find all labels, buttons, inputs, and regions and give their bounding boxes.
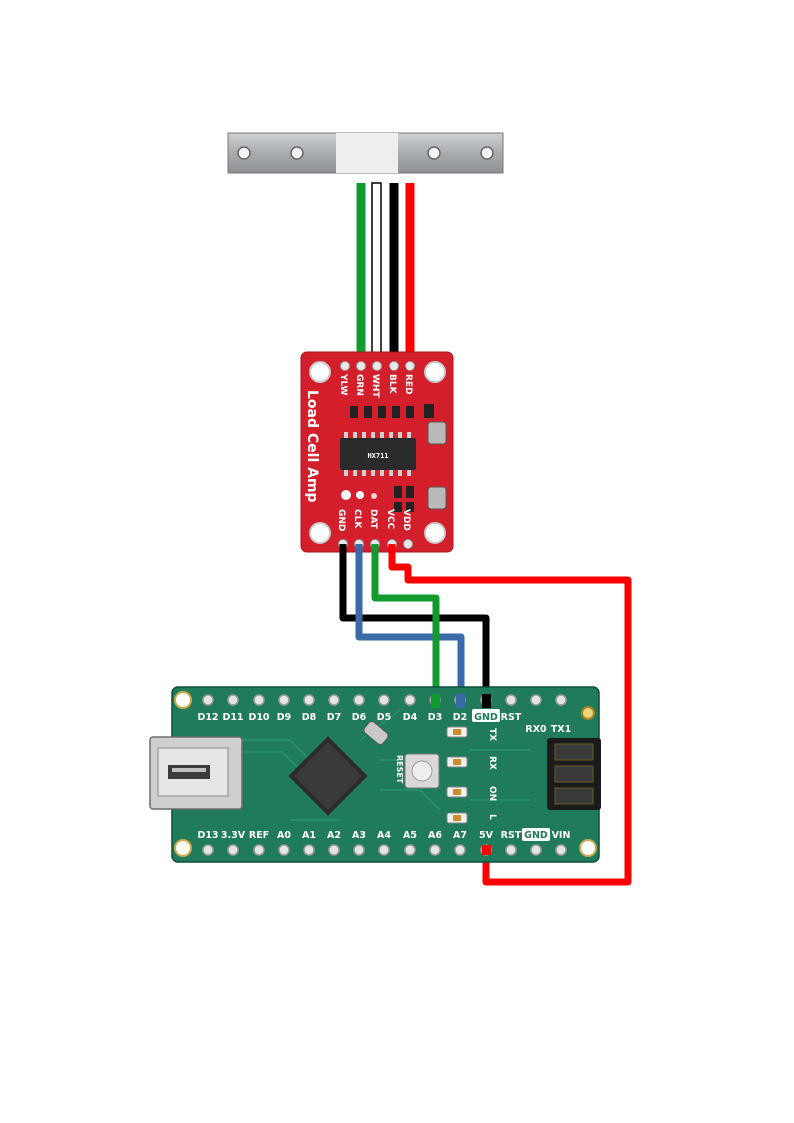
nano-pin-tx1: TX1 <box>551 724 571 735</box>
bottom-header-pads <box>202 844 567 856</box>
nano-pin-d9: D9 <box>277 712 292 723</box>
icsp-header <box>547 738 601 810</box>
hx711-chip-label: HX711 <box>367 452 388 460</box>
hx711-pin-wht: WHT <box>370 374 380 398</box>
wire-gnd <box>339 544 490 706</box>
nano-pin-rst-top: RST <box>501 712 522 723</box>
wire-endpoints <box>431 694 491 855</box>
nano-pin-d11: D11 <box>222 712 243 723</box>
nano-pin-a7: A7 <box>453 830 467 841</box>
nano-pin-d3: D3 <box>428 712 443 723</box>
nano-pin-ref: REF <box>249 830 269 841</box>
reset-button: RESET <box>395 753 440 789</box>
wire-dat <box>371 544 440 706</box>
hx711-pin-grn: GRN <box>354 374 364 396</box>
arduino-nano-board: RESET TX RX ON L <box>149 686 601 863</box>
nano-pin-a5: A5 <box>403 830 417 841</box>
nano-pin-gnd-bottom: GND <box>524 830 548 841</box>
nano-pin-a4: A4 <box>377 830 391 841</box>
nano-pin-a0: A0 <box>277 830 291 841</box>
nano-pin-d5: D5 <box>377 712 392 723</box>
wire-white <box>371 182 382 369</box>
nano-pin-d10: D10 <box>248 712 269 723</box>
load-cell <box>227 132 504 174</box>
led-label-rx: RX <box>487 756 497 770</box>
nano-pin-d7: D7 <box>327 712 342 723</box>
nano-pin-d2: D2 <box>453 712 468 723</box>
nano-pin-a2: A2 <box>327 830 341 841</box>
hx711-pin-blk: BLK <box>387 374 397 395</box>
led-label-tx: TX <box>487 728 497 741</box>
usb-connector <box>149 736 243 810</box>
hx711-pin-clk: CLK <box>352 509 362 529</box>
nano-pin-a3: A3 <box>352 830 366 841</box>
wire-vcc <box>388 544 632 886</box>
hx711-pin-dat: DAT <box>368 509 378 530</box>
nano-pin-d6: D6 <box>352 712 367 723</box>
hx711-title: Load Cell Amp <box>304 390 320 503</box>
hx711-pin-gnd: GND <box>336 509 346 531</box>
hx711-pin-vcc: VCC <box>385 509 395 530</box>
nano-pin-rx0: RX0 <box>525 724 547 735</box>
hx711-pin-red: RED <box>403 374 413 395</box>
nano-pin-rst-bottom: RST <box>501 830 522 841</box>
nano-pin-d12: D12 <box>197 712 218 723</box>
nano-pin-3v3: 3.3V <box>221 830 246 841</box>
status-leds: TX RX ON L <box>446 726 497 824</box>
nano-pin-a6: A6 <box>428 830 442 841</box>
nano-pin-d8: D8 <box>302 712 317 723</box>
hx711-board: HX711 YLW GRN WHT BLK RED Load Cell Amp … <box>300 351 454 553</box>
hx711-pin-ylw: YLW <box>338 373 348 396</box>
nano-pin-a1: A1 <box>302 830 316 841</box>
nano-pin-d13: D13 <box>197 830 218 841</box>
wire-clk <box>355 544 465 706</box>
nano-pin-gnd-top: GND <box>474 712 498 723</box>
nano-pin-5v: 5V <box>479 830 494 841</box>
connection-wires <box>339 544 632 886</box>
led-label-on: ON <box>487 786 497 801</box>
nano-pin-d4: D4 <box>403 712 418 723</box>
led-label-l: L <box>487 814 497 820</box>
top-header-pads <box>202 694 567 706</box>
load-cell-wires <box>356 182 415 369</box>
hx711-pin-vdd: VDD <box>401 509 411 531</box>
microcontroller-chip <box>288 736 368 816</box>
reset-label: RESET <box>395 755 404 784</box>
hx711-chip <box>340 438 416 470</box>
nano-pin-vin: VIN <box>552 830 571 841</box>
